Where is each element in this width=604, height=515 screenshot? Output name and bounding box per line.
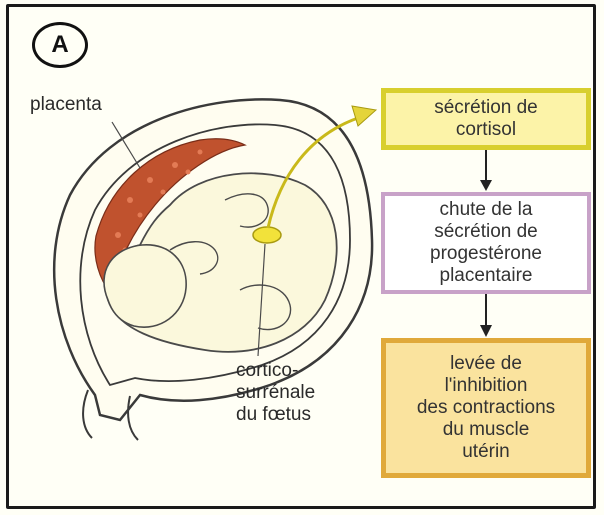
adrenal-gland-label: cortico- surrénale du fœtus bbox=[236, 360, 315, 426]
flow-arrow-1-head bbox=[480, 180, 492, 191]
fetus-head bbox=[104, 245, 186, 327]
flow-step-1-text: sécrétion de cortisol bbox=[434, 97, 538, 141]
flow-step-2-text: chute de la sécrétion de progestérone pl… bbox=[430, 199, 542, 287]
flow-step-progesterone-drop: chute de la sécrétion de progestérone pl… bbox=[381, 192, 591, 294]
flow-step-cortisol-secretion: sécrétion de cortisol bbox=[381, 88, 591, 150]
placenta-label: placenta bbox=[30, 94, 102, 116]
adrenal-gland bbox=[253, 227, 281, 243]
flow-step-3-text: levée de l'inhibition des contractions d… bbox=[417, 353, 555, 463]
flow-step-contraction-release: levée de l'inhibition des contractions d… bbox=[381, 338, 591, 478]
flow-arrow-2-head bbox=[480, 325, 492, 337]
cortisol-arrowhead bbox=[352, 106, 376, 126]
